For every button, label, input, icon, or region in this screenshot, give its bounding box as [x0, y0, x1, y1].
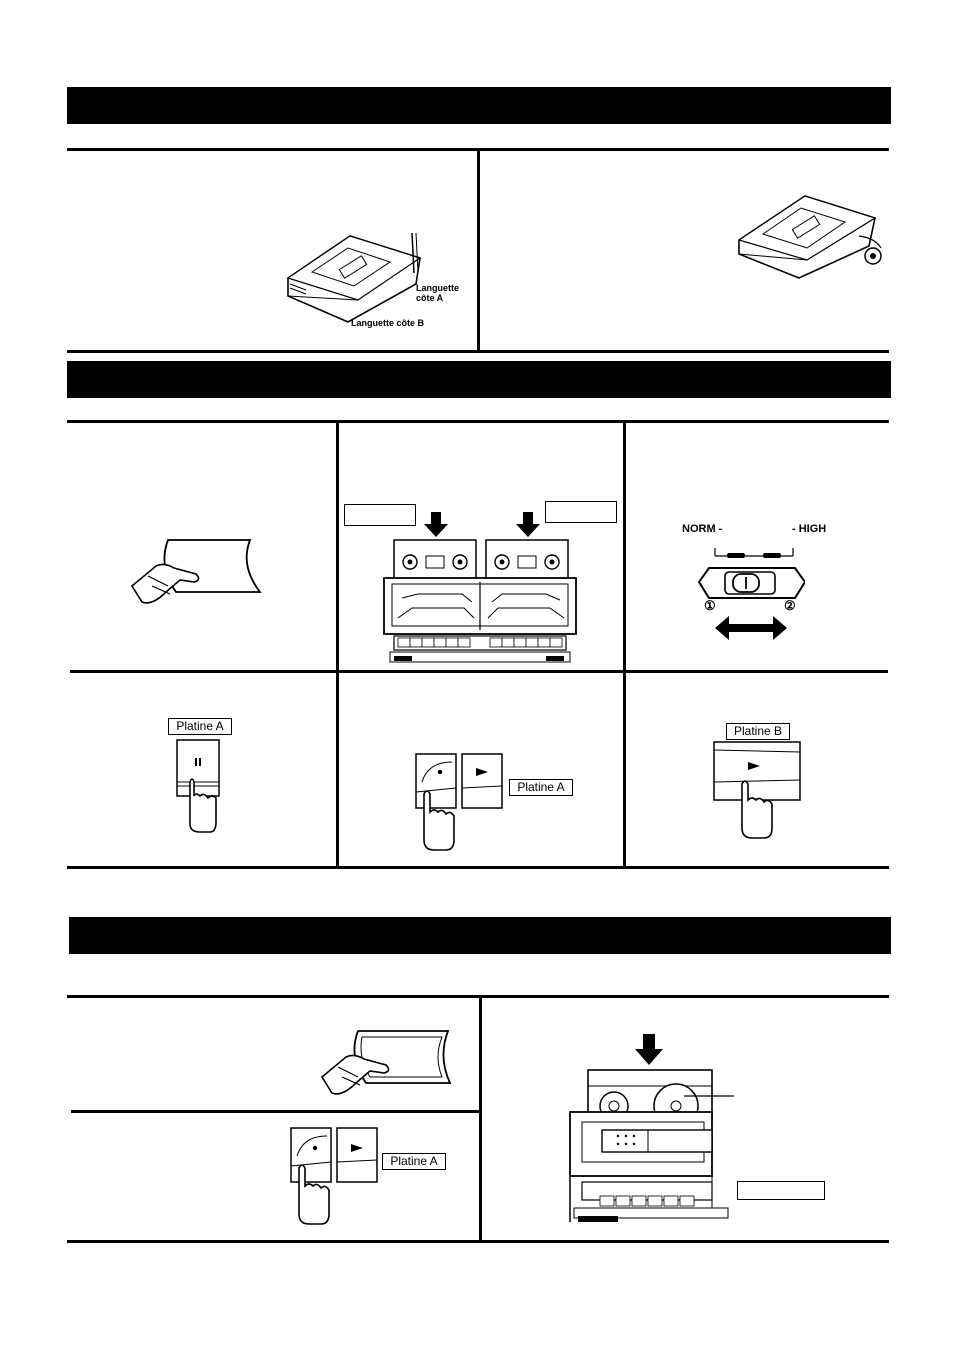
cassette-icon	[286, 232, 422, 323]
deck-label-box	[545, 501, 617, 523]
divider	[70, 670, 888, 673]
deck-a-label: Platine A	[509, 779, 573, 796]
divider	[67, 995, 889, 998]
divider	[67, 148, 889, 151]
arrow-down-icon	[635, 1034, 663, 1065]
divider	[67, 420, 889, 423]
divider	[67, 1240, 889, 1243]
deck-label-box	[737, 1181, 825, 1200]
tape-type-switch[interactable]	[695, 544, 805, 644]
hand-press-icon[interactable]	[318, 1027, 456, 1099]
divider	[67, 866, 889, 869]
play-button[interactable]	[712, 740, 802, 840]
hand-press-icon[interactable]	[128, 536, 266, 608]
tab-label-side-a: Languette côte A	[416, 283, 460, 303]
switch-pos-1: ①	[704, 598, 716, 613]
deck-b-label: Platine B	[726, 723, 790, 740]
deck-a-label: Platine A	[168, 718, 232, 735]
section-header-3	[69, 917, 891, 954]
cassette-icon	[737, 195, 882, 279]
divider	[67, 350, 889, 353]
arrow-down-icon	[424, 512, 448, 537]
divider	[623, 422, 626, 867]
cassette-deck-icon	[383, 539, 577, 663]
tab-label-side-b: Languette côte B	[351, 318, 425, 328]
divider	[479, 997, 482, 1242]
section-header-2	[67, 361, 891, 398]
record-play-buttons[interactable]	[414, 752, 506, 854]
switch-label-norm: NORM -	[682, 523, 723, 535]
arrow-down-icon	[516, 512, 540, 537]
record-play-buttons[interactable]	[289, 1126, 381, 1228]
divider	[477, 150, 480, 352]
pause-button[interactable]	[176, 738, 220, 834]
divider	[336, 422, 339, 867]
cassette-deck-icon	[569, 1069, 734, 1222]
switch-pos-2: ②	[784, 598, 796, 613]
deck-a-label: Platine A	[382, 1153, 446, 1170]
switch-label-high: - HIGH	[792, 523, 827, 535]
deck-label-box	[344, 504, 416, 526]
section-header-1	[67, 87, 891, 124]
divider	[71, 1110, 479, 1113]
